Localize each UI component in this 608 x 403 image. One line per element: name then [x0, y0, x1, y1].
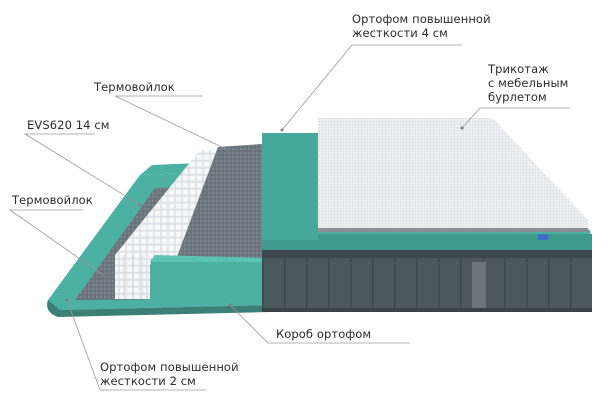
brand-tag	[538, 234, 548, 240]
label-line: Ортофом повышенной	[100, 360, 239, 374]
label-knit-cover: Трикотаж с мебельным бурлетом	[488, 62, 568, 104]
leader-lines	[8, 44, 570, 391]
label-lower-felt: Термовойлок	[12, 193, 93, 207]
label-line: жесткости 4 см	[352, 26, 448, 40]
label-line: Трикотаж	[488, 62, 549, 76]
label-line: Термовойлок	[12, 193, 93, 207]
foam-frame-block	[150, 255, 268, 302]
label-top-foam: Ортофом повышенной жесткости 4 см	[352, 12, 491, 40]
label-line: бурлетом	[488, 90, 547, 104]
knit-cover-layer	[318, 118, 588, 232]
label-bottom-foam: Ортофом повышенной жесткости 2 см	[100, 360, 239, 388]
label-foam-frame: Короб ортофом	[276, 327, 371, 341]
label-upper-felt: Термовойлок	[94, 80, 175, 94]
label-line: Термовойлок	[94, 80, 175, 94]
label-line: EVS620 14 см	[27, 118, 110, 132]
label-line: Ортофом повышенной	[352, 12, 491, 26]
mattress-side-fabric	[262, 250, 592, 312]
label-line: с мебельным	[488, 76, 569, 90]
label-line: Короб ортофом	[276, 327, 372, 341]
label-spring-block: EVS620 14 см	[27, 118, 110, 132]
upper-felt-layer	[175, 144, 262, 265]
leader-dots	[65, 126, 464, 307]
label-line: жесткости 2 см	[100, 374, 196, 388]
